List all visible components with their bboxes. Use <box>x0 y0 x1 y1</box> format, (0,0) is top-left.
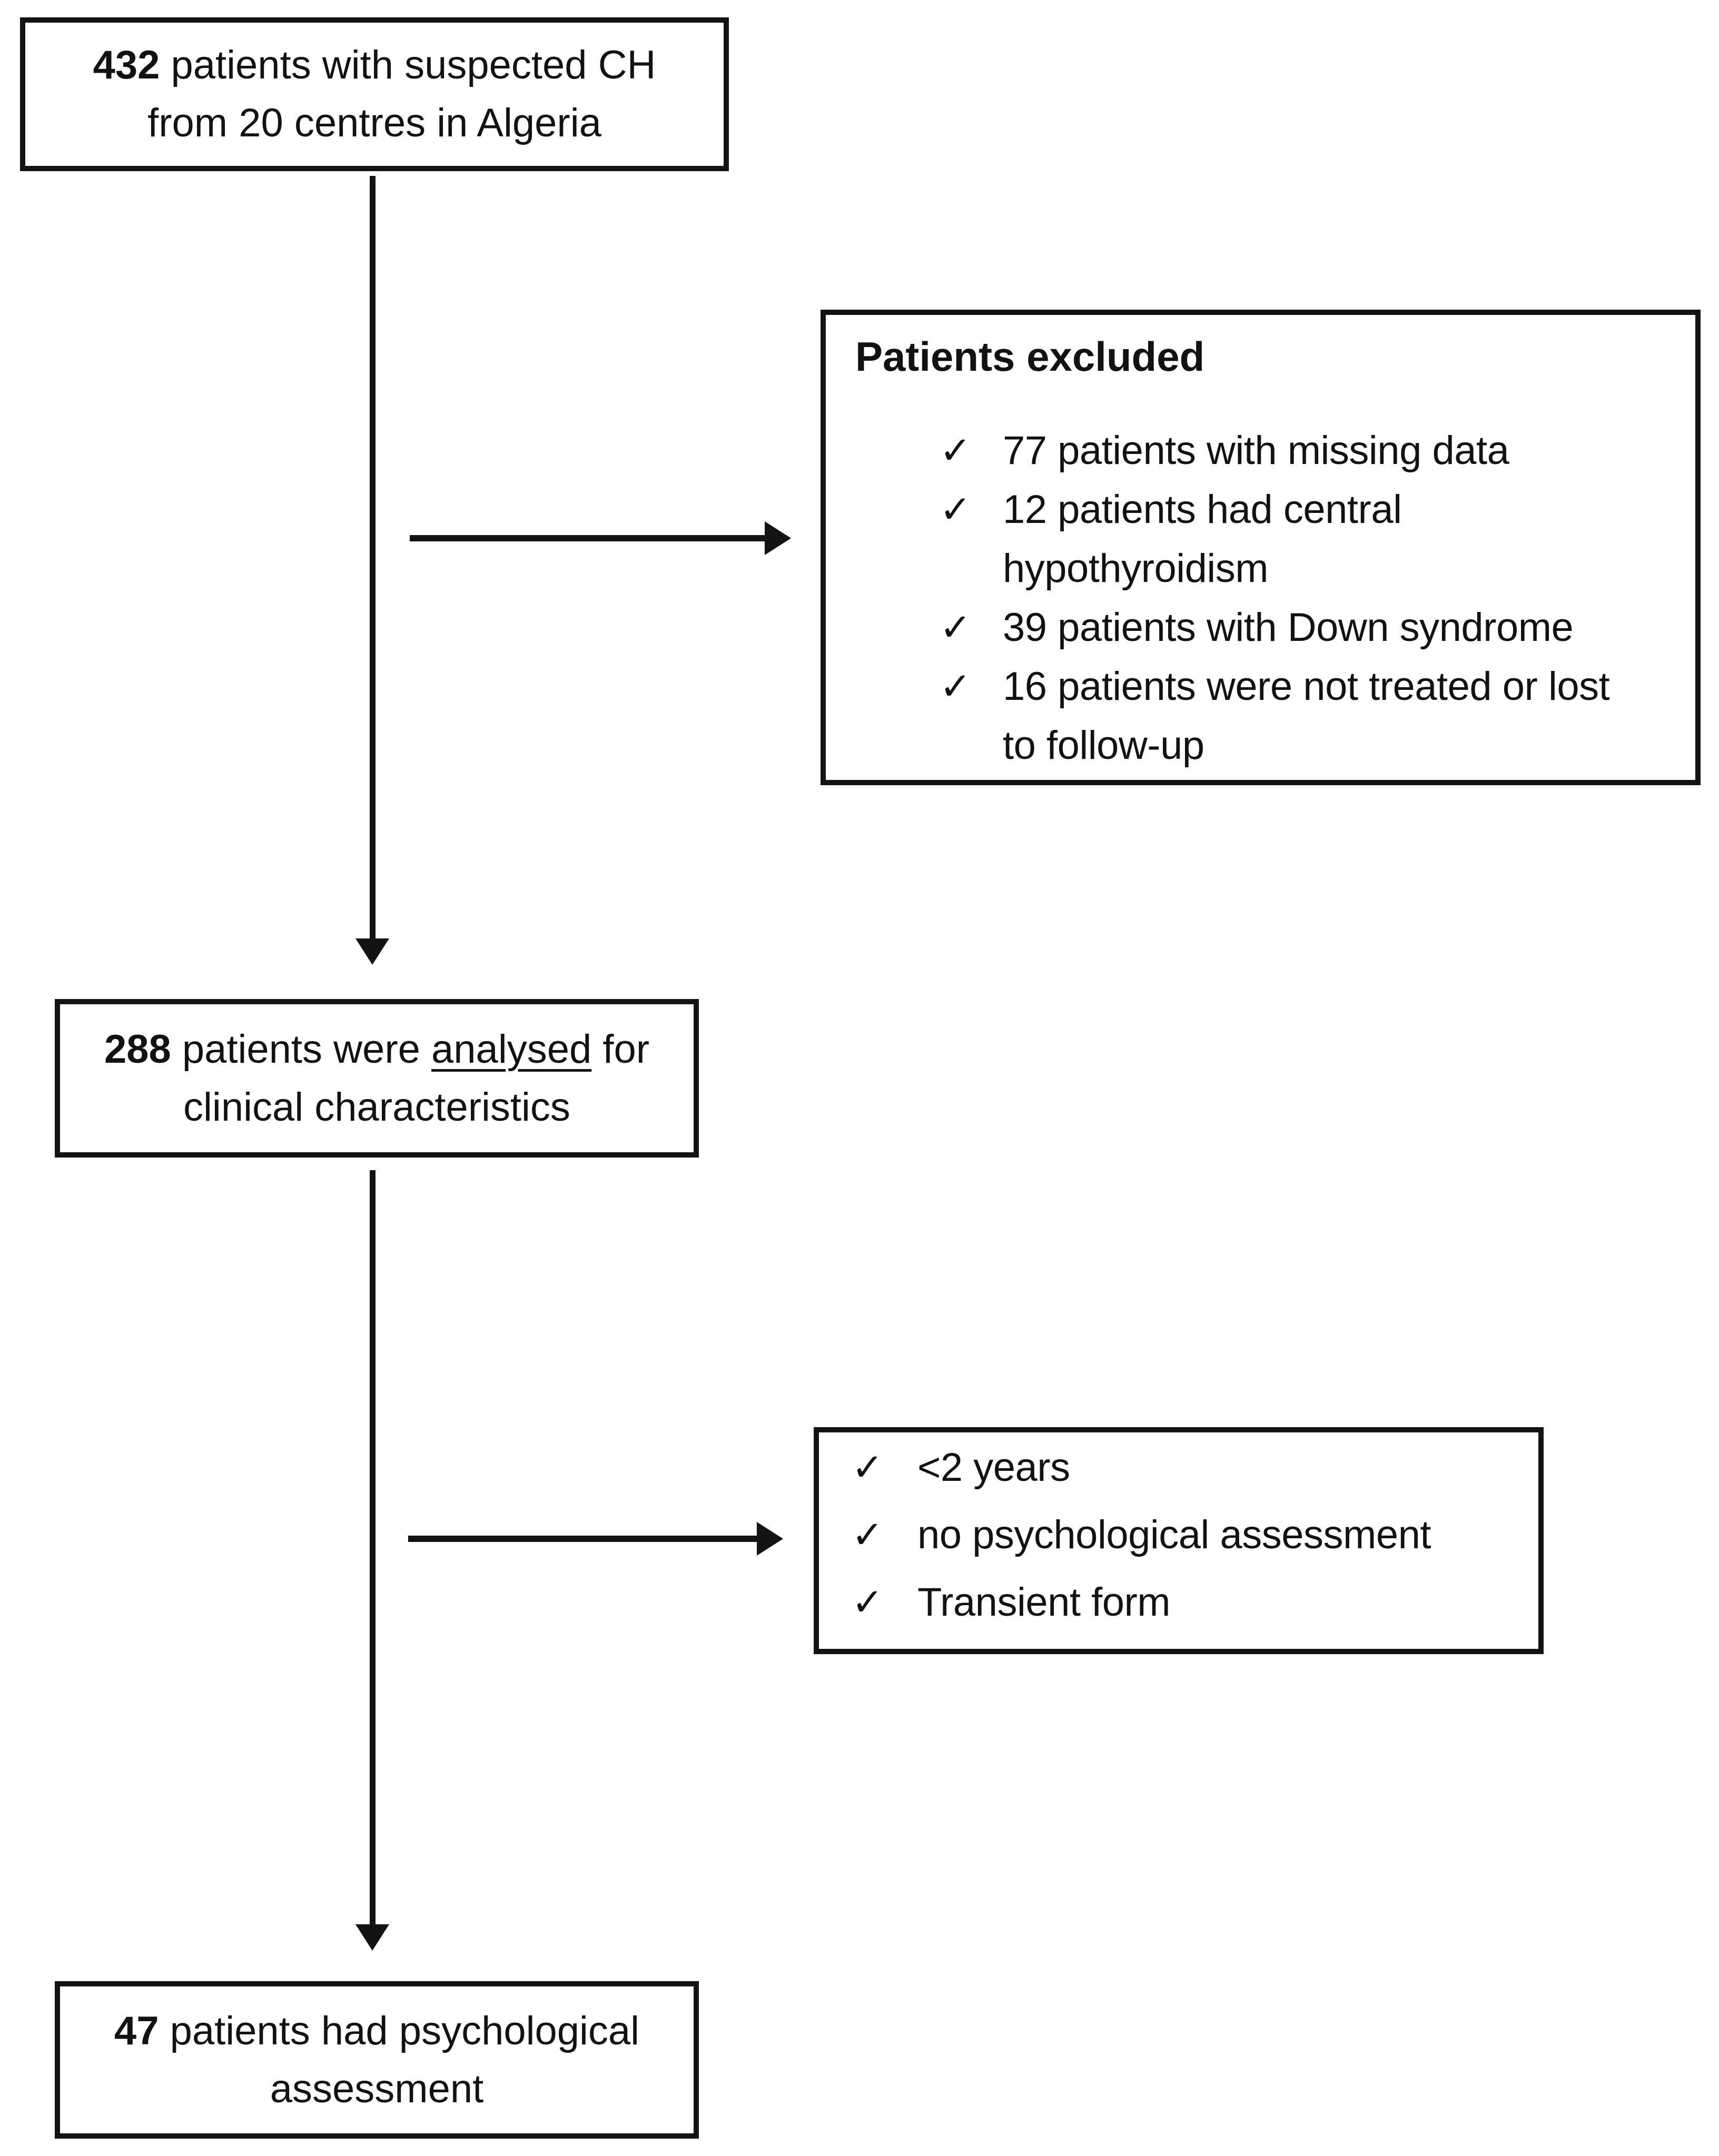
box-psych-assessment: 47 patients had psychological assessment <box>55 1981 699 2139</box>
arrowhead-right-icon <box>765 521 791 555</box>
checkmark-icon: ✓ <box>852 1447 883 1489</box>
arrowhead-right-icon <box>757 1522 783 1556</box>
box-text-line: 288 patients were analysed for <box>104 1021 649 1079</box>
checkmark-icon: ✓ <box>940 666 971 708</box>
box-text-line: 47 patients had psychological <box>114 2002 639 2060</box>
patient-count: 432 <box>93 43 160 87</box>
underlined-word: analysed <box>431 1026 592 1072</box>
list-item: ✓ no psychological assessment <box>852 1514 1528 1557</box>
box-text-line: from 20 centres in Algeria <box>147 101 601 145</box>
arrow-down-to-analysed <box>370 176 376 939</box>
list-item: ✓ 77 patients with missing data <box>855 421 1682 480</box>
checkmark-icon: ✓ <box>852 1514 883 1556</box>
arrow-right-to-excluded <box>410 535 766 541</box>
list-item: ✓ Transient form <box>852 1581 1528 1624</box>
item-text: 16 patients were not treated or lost to … <box>1003 664 1610 768</box>
item-text: 77 patients with missing data <box>1003 428 1509 473</box>
box-text: for <box>591 1026 650 1072</box>
item-text: 39 patients with Down syndrome <box>1003 605 1574 650</box>
box-text: patients with suspected CH <box>160 43 656 87</box>
item-text: no psychological assessment <box>917 1512 1431 1557</box>
list-item: ✓ 12 patients had central hypothyroidism <box>855 480 1682 598</box>
patient-count: 47 <box>114 2008 159 2053</box>
box-patients-excluded: Patients excluded ✓ 77 patients with mis… <box>821 310 1701 785</box>
list-item: ✓ 39 patients with Down syndrome <box>855 598 1682 657</box>
arrowhead-down-icon <box>355 1924 389 1951</box>
box-text: patients had psychological <box>159 2008 640 2053</box>
box-analysed-patients: 288 patients were analysed for clinical … <box>55 999 699 1158</box>
arrowhead-down-icon <box>355 938 389 965</box>
item-text: 12 patients had central hypothyroidism <box>1003 487 1402 591</box>
box-text-line: clinical characteristics <box>183 1084 570 1130</box>
list-item: ✓ <2 years <box>852 1446 1528 1489</box>
box-text-line: assessment <box>270 2066 484 2111</box>
checkmark-icon: ✓ <box>940 607 971 649</box>
excluded-title: Patients excluded <box>855 333 1205 380</box>
arrow-down-to-assessment <box>370 1170 376 1924</box>
checkmark-icon: ✓ <box>940 489 971 531</box>
item-text: <2 years <box>917 1445 1070 1490</box>
checkmark-icon: ✓ <box>940 430 971 472</box>
box-text: patients were <box>171 1026 432 1072</box>
exclusion-list: ✓ 77 patients with missing data ✓ 12 pat… <box>855 421 1682 775</box>
box-text-line: 432 patients with suspected CH <box>93 36 656 94</box>
box-suspected-patients: 432 patients with suspected CH from 20 c… <box>20 17 729 171</box>
arrow-right-to-criteria <box>408 1536 758 1542</box>
patient-count: 288 <box>104 1026 171 1072</box>
box-exclusion-criteria: ✓ <2 years ✓ no psychological assessment… <box>814 1427 1544 1654</box>
list-item: ✓ 16 patients were not treated or lost t… <box>855 657 1682 775</box>
checkmark-icon: ✓ <box>852 1581 883 1624</box>
item-text: Transient form <box>917 1580 1171 1625</box>
